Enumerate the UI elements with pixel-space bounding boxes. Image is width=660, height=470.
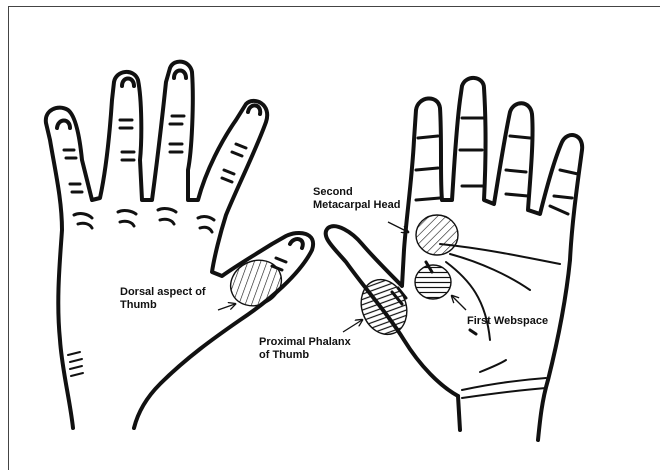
label-proximal-phalanx: Proximal Phalanx of Thumb [259, 336, 351, 362]
right-hand-outline [326, 78, 583, 440]
label-first-webspace: First Webspace [467, 315, 548, 328]
arrow-first-webspace [452, 296, 466, 310]
left-nail-little [57, 121, 70, 129]
right-hand-palmar [326, 78, 583, 440]
left-nail-middle [174, 71, 186, 79]
label-dorsal-thumb: Dorsal aspect of Thumb [120, 286, 206, 312]
left-knuckle-1 [74, 214, 92, 218]
label-second-metacarpal: Second Metacarpal Head [313, 186, 400, 212]
right-wrist-line [458, 396, 460, 430]
left-knuckle-3 [158, 209, 176, 212]
left-hand-dorsal [46, 62, 313, 428]
left-knuckle-2 [118, 211, 136, 214]
left-nail-ring [122, 79, 134, 87]
palm-crease-thenar [446, 262, 490, 340]
arrow-dorsal-thumb [218, 304, 235, 310]
left-nail-index [248, 105, 260, 114]
second-metacarpal-head-area [416, 215, 458, 255]
first-webspace-area [415, 265, 451, 299]
arrow-proximal-phalanx [343, 320, 362, 332]
palm-crease-distal [440, 244, 560, 264]
left-nail-thumb [290, 239, 303, 248]
left-knuckle-4 [198, 217, 214, 220]
